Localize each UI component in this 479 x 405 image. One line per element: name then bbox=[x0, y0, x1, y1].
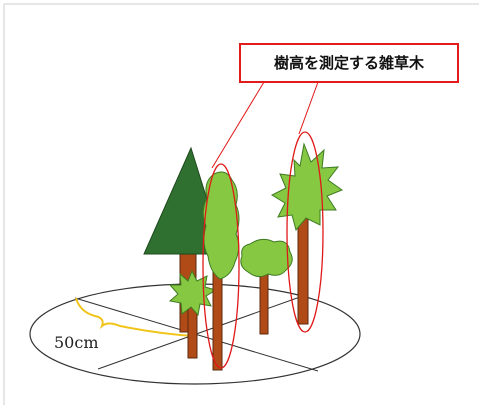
callout-box bbox=[239, 43, 459, 83]
highlight-ellipse-left bbox=[202, 163, 240, 369]
callout-label: 樹高を測定する雑草木 bbox=[274, 54, 425, 72]
highlight-ellipse-right bbox=[286, 131, 324, 333]
spiky-plant-icon bbox=[270, 142, 344, 325]
radius-brace bbox=[75, 297, 195, 337]
shrub-icon bbox=[240, 238, 293, 335]
broadleaf-tree-icon bbox=[202, 171, 240, 371]
radius-label: 50cm bbox=[54, 333, 99, 352]
callout-leader-lines bbox=[211, 81, 319, 169]
